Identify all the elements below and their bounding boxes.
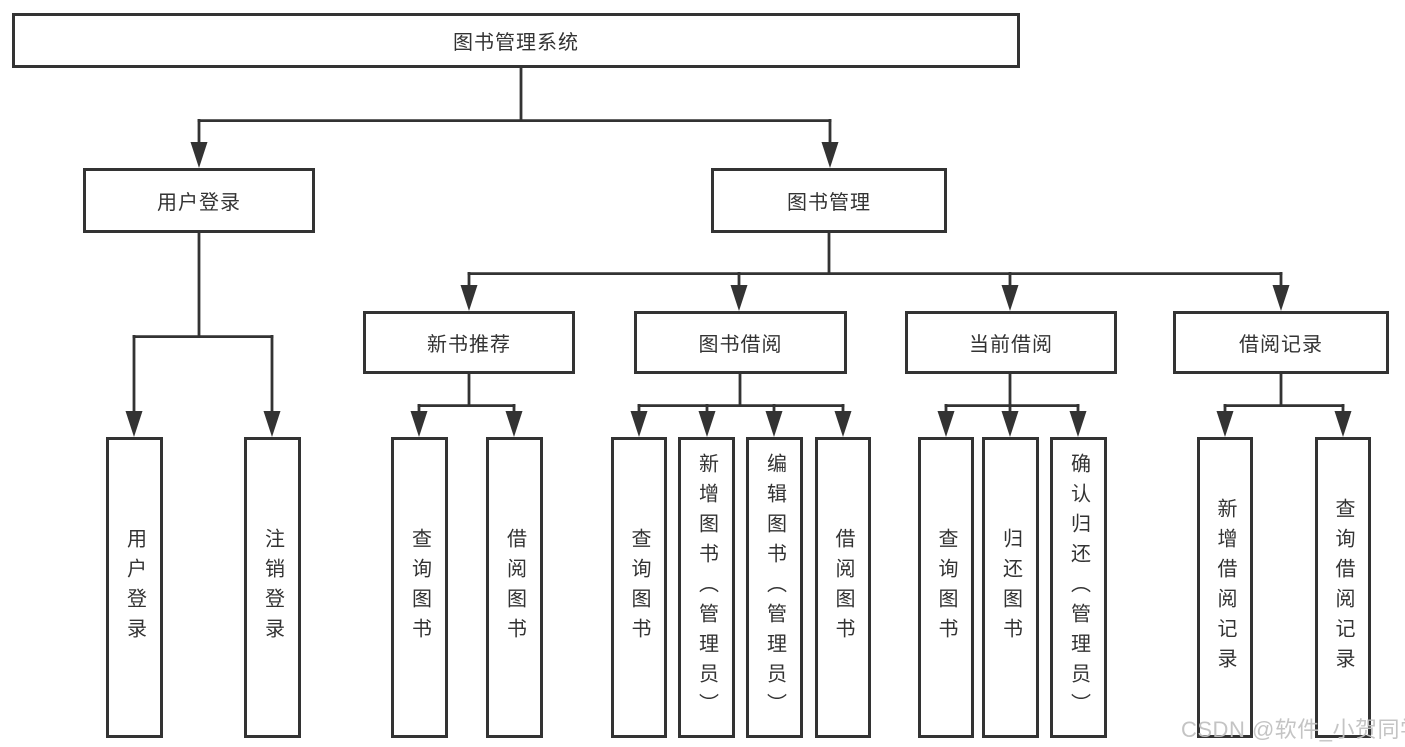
leaf-query-borrow-record: 查询借阅记录 — [1315, 437, 1371, 738]
arrow-head — [505, 411, 523, 437]
arrow-head — [1001, 411, 1019, 437]
watermark: CSDN @软件_小贺同学 — [1181, 717, 1405, 742]
leaf-return-book: 归还图书 — [982, 437, 1039, 738]
arrow-head — [730, 285, 748, 311]
arrow-head — [1069, 411, 1087, 437]
arrow-head — [410, 411, 428, 437]
leaf-add-book-admin: 新增图书（管理员） — [678, 437, 735, 738]
arrow-head — [937, 411, 955, 437]
node-user-login: 用户登录 — [83, 168, 315, 233]
node-library-system: 图书管理系统 — [12, 13, 1020, 68]
arrow-head — [1001, 285, 1019, 311]
leaf-logout: 注销登录 — [244, 437, 301, 738]
arrow-head — [1216, 411, 1234, 437]
node-new-book-recommend: 新书推荐 — [363, 311, 575, 374]
arrow-head — [630, 411, 648, 437]
leaf-query-books-borrow: 查询图书 — [611, 437, 667, 738]
arrow-head — [460, 285, 478, 311]
arrow-head — [1272, 285, 1290, 311]
arrow-head — [125, 411, 143, 437]
arrow-head — [190, 142, 208, 168]
leaf-user-login: 用户登录 — [106, 437, 163, 738]
leaf-query-books-current: 查询图书 — [918, 437, 974, 738]
leaf-add-borrow-record: 新增借阅记录 — [1197, 437, 1253, 738]
arrow-head — [765, 411, 783, 437]
node-book-management: 图书管理 — [711, 168, 947, 233]
arrow-head — [263, 411, 281, 437]
leaf-borrow-books-recommend: 借阅图书 — [486, 437, 543, 738]
node-borrow-records: 借阅记录 — [1173, 311, 1389, 374]
arrow-head — [834, 411, 852, 437]
leaf-confirm-return-admin: 确认归还（管理员） — [1050, 437, 1107, 738]
arrow-head — [821, 142, 839, 168]
node-book-borrow: 图书借阅 — [634, 311, 847, 374]
arrow-head — [1334, 411, 1352, 437]
leaf-edit-book-admin: 编辑图书（管理员） — [746, 437, 803, 738]
arrowheads-group — [125, 142, 1352, 437]
arrow-head — [698, 411, 716, 437]
node-current-borrow: 当前借阅 — [905, 311, 1117, 374]
leaf-query-books-recommend: 查询图书 — [391, 437, 448, 738]
leaf-borrow-books-borrow: 借阅图书 — [815, 437, 871, 738]
